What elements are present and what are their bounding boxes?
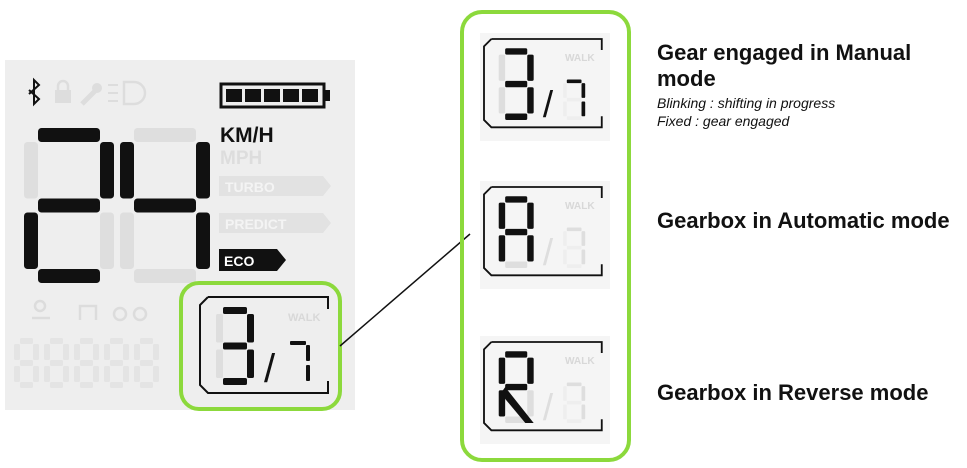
walk-label: WALK bbox=[288, 312, 320, 324]
headlight-icon bbox=[108, 80, 147, 106]
walk-label: WALK bbox=[565, 201, 595, 212]
reverse-leg bbox=[500, 387, 534, 423]
turbo-mode-label: TURBO bbox=[225, 179, 275, 195]
manual-mode-title: Gear engaged in Manual mode bbox=[657, 40, 912, 91]
gear-total-digit bbox=[563, 227, 586, 268]
gear-symbol bbox=[498, 196, 534, 268]
gear-total-digit bbox=[563, 79, 586, 120]
turbo-mode-badge bbox=[219, 176, 331, 196]
gear-slash: / bbox=[543, 387, 554, 428]
battery-bar bbox=[245, 89, 261, 102]
battery-bar bbox=[302, 89, 318, 102]
gear-slash: / bbox=[264, 347, 276, 391]
gear-frame bbox=[483, 38, 603, 129]
trip-digits bbox=[14, 338, 159, 388]
connector-line bbox=[339, 233, 471, 347]
gear-state-cell bbox=[480, 33, 610, 141]
speed-unit-kmh: KM/H bbox=[220, 124, 274, 147]
motor-lock-icon bbox=[78, 304, 98, 320]
automatic-mode-description: Gearbox in Automatic mode bbox=[657, 208, 957, 234]
gear-state-cell bbox=[480, 336, 610, 444]
gear-state-cell bbox=[480, 181, 610, 289]
reverse-mode-description: Gearbox in Reverse mode bbox=[657, 380, 967, 406]
bluetooth-icon bbox=[28, 77, 41, 107]
eco-mode-badge bbox=[219, 249, 286, 271]
walk-label: WALK bbox=[565, 356, 595, 367]
gear-frame bbox=[483, 341, 603, 432]
trip-digit bbox=[74, 338, 99, 388]
battery-bar bbox=[226, 89, 242, 102]
lock-icon bbox=[55, 79, 71, 103]
trip-digit bbox=[134, 338, 159, 388]
trip-digit bbox=[14, 338, 39, 388]
battery-bar bbox=[264, 89, 280, 102]
walk-label: WALK bbox=[565, 53, 595, 64]
gear-symbol bbox=[216, 307, 254, 385]
automatic-mode-title: Gearbox in Automatic mode bbox=[657, 208, 950, 233]
speed-digits bbox=[24, 128, 210, 283]
speed-digit bbox=[24, 128, 114, 283]
gear-state-2: / WALK bbox=[483, 341, 603, 432]
speed-unit-mph: MPH bbox=[220, 148, 262, 169]
gear-indicator-bg bbox=[192, 291, 332, 401]
manual-mode-description: Gear engaged in Manual mode Blinking : s… bbox=[657, 40, 957, 130]
trip-digit bbox=[44, 338, 69, 388]
gear-state-1: / WALK bbox=[483, 186, 603, 277]
bike-display: KM/H MPH TURBO PREDICT ECO / WALK bbox=[5, 60, 355, 411]
gear-states-panel bbox=[460, 10, 631, 462]
gear-state-0: / WALK bbox=[483, 38, 603, 129]
battery-icon bbox=[219, 82, 330, 109]
manual-mode-detail-blinking: Blinking : shifting in progress bbox=[657, 95, 836, 111]
trip-digit bbox=[104, 338, 129, 388]
gear-indicator: / WALK bbox=[192, 291, 332, 401]
reverse-mode-title: Gearbox in Reverse mode bbox=[657, 380, 929, 405]
gear-total-digit bbox=[563, 382, 586, 423]
bike-icon bbox=[112, 306, 148, 322]
gear-slash: / bbox=[543, 84, 554, 125]
gear-total-digit bbox=[286, 341, 310, 385]
gear-symbol bbox=[498, 351, 534, 423]
battery-bar bbox=[283, 89, 299, 102]
gear-indicator-block: / WALK bbox=[199, 296, 329, 394]
battery-bars bbox=[226, 89, 318, 102]
gear-frame bbox=[483, 186, 603, 277]
gear-frame bbox=[199, 296, 329, 394]
wrench-icon bbox=[80, 83, 102, 106]
predict-mode-badge bbox=[219, 213, 331, 233]
gear-slash: / bbox=[543, 232, 554, 273]
manual-mode-detail-fixed: Fixed : gear engaged bbox=[657, 113, 790, 129]
location-icon bbox=[32, 299, 50, 320]
predict-mode-label: PREDICT bbox=[225, 216, 287, 232]
eco-mode-label: ECO bbox=[224, 253, 254, 269]
gear-state-cells: / WALK / WALK / WALK bbox=[480, 33, 610, 444]
speed-digit bbox=[120, 128, 210, 283]
gear-symbol bbox=[498, 48, 534, 120]
